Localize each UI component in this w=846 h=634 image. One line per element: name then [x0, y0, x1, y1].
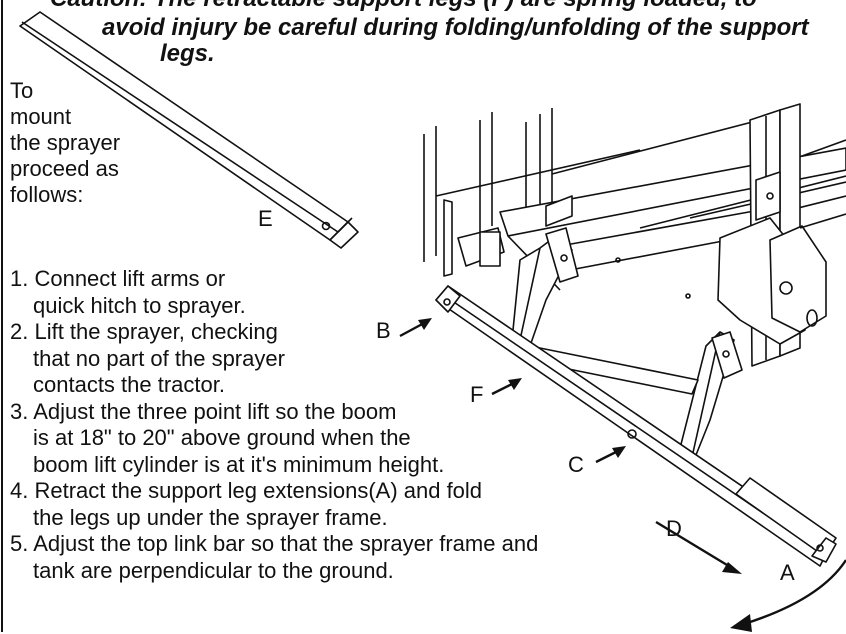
support-leg-f-drawing: [435, 227, 837, 567]
intro-line: the sprayer: [10, 130, 121, 155]
label-f: F: [470, 382, 484, 407]
step-3-line-3: boom lift cylinder is at it's minimum he…: [33, 451, 445, 477]
step-5-line-1: 5. Adjust the top link bar so that the s…: [10, 531, 539, 556]
step-3-line-1: 3. Adjust the three point lift so the bo…: [10, 398, 397, 424]
label-b: B: [376, 318, 391, 343]
leg-tube-e-drawing: [19, 11, 359, 249]
intro-line: mount: [10, 104, 72, 129]
intro-line: proceed as: [10, 156, 119, 181]
sprayer-frame-drawing: [423, 103, 846, 367]
caution-line-3: legs.: [160, 40, 215, 67]
step-1-line-1: 1. Connect lift arms or: [10, 266, 226, 291]
intro-line: To: [10, 78, 34, 103]
caution-line-2: avoid injury be careful during folding/u…: [102, 14, 809, 41]
label-a: A: [780, 560, 795, 585]
procedure-steps: 1. Connect lift arms or quick hitch to s…: [10, 266, 538, 584]
step-3-line-2: is at 18" to 20" above ground when the: [33, 425, 411, 450]
step-2-line-2: that no part of the sprayer: [33, 345, 285, 371]
step-2-line-3: contacts the tractor.: [33, 372, 225, 397]
step-2-line-1: 2. Lift the sprayer, checking: [10, 319, 278, 344]
label-d: D: [666, 516, 682, 541]
label-c: C: [568, 452, 584, 477]
label-e: E: [258, 206, 273, 231]
intro-line: follows:: [10, 182, 84, 207]
step-4-line-1: 4. Retract the support leg extensions(A)…: [10, 478, 483, 503]
step-4-line-2: the legs up under the sprayer frame.: [33, 504, 388, 530]
step-1-line-2: quick hitch to sprayer.: [33, 292, 246, 318]
caution-line-1: Caution: The retractable support legs (F…: [50, 0, 757, 13]
intro-paragraph: To mount the sprayer proceed as follows:: [10, 78, 170, 208]
label-arrows: [399, 318, 846, 632]
step-5-line-2: tank are perpendicular to the ground.: [33, 557, 394, 583]
